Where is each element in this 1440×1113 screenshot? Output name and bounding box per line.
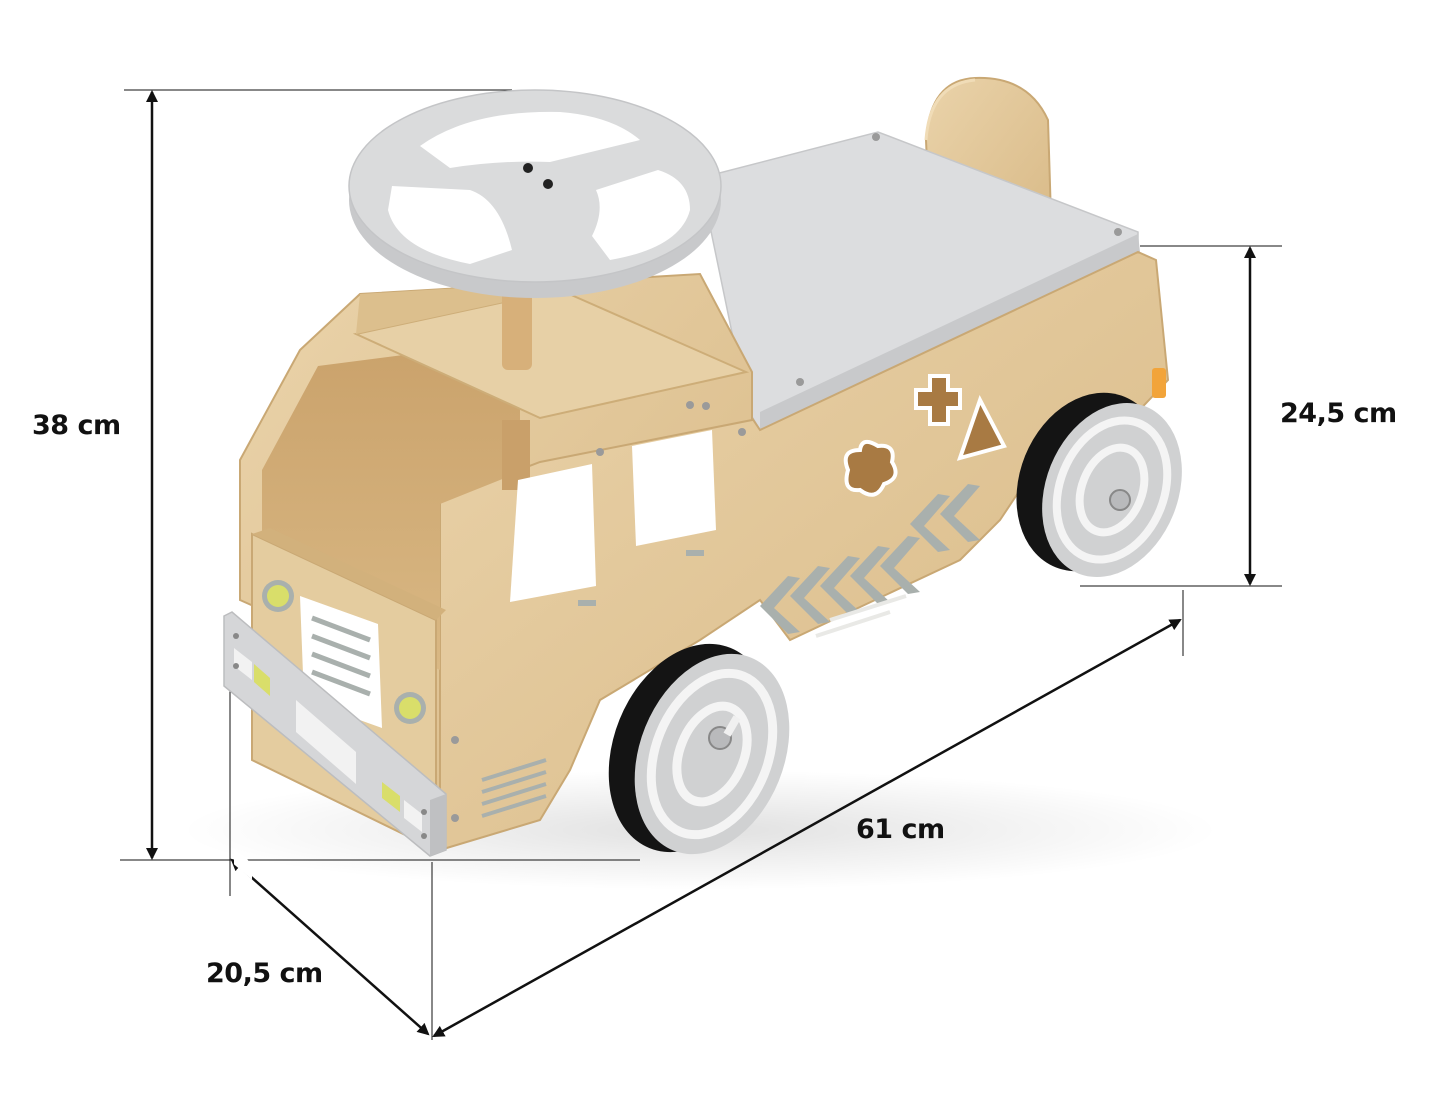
dimension-label-total-height: 38 cm [32,410,121,441]
shape-sorter-holes [843,374,1007,497]
front-wheel [608,643,790,855]
car-body-side [439,250,1170,852]
tail-light [1152,368,1166,398]
side-vent [481,758,547,818]
dimension-label-length: 61 cm [856,814,945,845]
grille-bars [311,615,371,697]
dimension-label-body-height: 24,5 cm [1280,398,1397,429]
steering-wheel [348,89,722,298]
stripe-decals [815,594,907,638]
chevron-decals [760,484,980,634]
side-decals [481,374,1007,818]
body-screws [451,402,710,822]
front-bumper [223,611,447,880]
dimension-lines [120,89,1282,1040]
rear-wheel [1016,392,1182,578]
dimension-label-width: 20,5 cm [206,958,323,989]
side-window-rear [510,464,596,602]
side-window-front [632,430,716,546]
steering-column-lower [502,420,530,490]
